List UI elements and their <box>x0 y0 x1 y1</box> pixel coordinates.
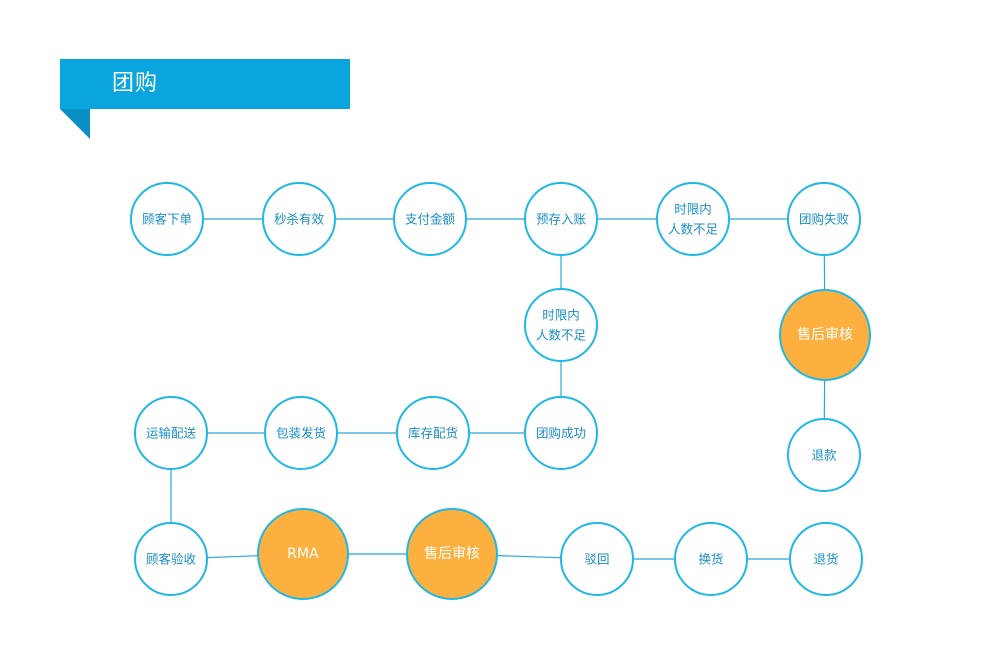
node-label: 人数不足 <box>536 328 587 343</box>
node-circle <box>560 522 634 596</box>
flow-node-n10: 包装发货 <box>264 396 338 470</box>
node-label: 顾客验收 <box>146 552 197 567</box>
node-label: 时限内 <box>542 308 580 323</box>
node-circle <box>393 182 467 256</box>
node-label: 团购失败 <box>799 212 850 227</box>
node-label: 库存配货 <box>408 426 458 441</box>
flow-node-n19: 退货 <box>789 522 863 596</box>
flow-node-n3: 支付金额 <box>393 182 467 256</box>
node-label: 团购成功 <box>536 426 586 441</box>
node-label: 驳回 <box>584 552 609 567</box>
flow-node-n8: 售后审核 <box>779 289 871 381</box>
node-label: 时限内 <box>674 202 712 217</box>
node-circle <box>134 522 208 596</box>
flow-node-n9: 运输配送 <box>134 396 208 470</box>
flow-node-n4: 预存入账 <box>524 182 598 256</box>
node-circle <box>406 508 498 600</box>
node-circle <box>524 288 598 362</box>
flow-node-n16: 售后审核 <box>406 508 498 600</box>
section-banner <box>60 59 350 109</box>
page-title: 团购 <box>112 71 159 96</box>
node-label: 换货 <box>698 552 723 567</box>
flow-node-n15: RMA <box>257 508 349 600</box>
flow-node-n12: 团购成功 <box>524 396 598 470</box>
node-circle <box>787 418 861 492</box>
node-label: 顾客下单 <box>142 212 192 227</box>
flow-node-n1: 顾客下单 <box>130 182 204 256</box>
node-circle <box>524 182 598 256</box>
node-label: 秒杀有效 <box>274 212 325 227</box>
node-label: 支付金额 <box>405 212 456 227</box>
node-label: 包装发货 <box>276 426 326 441</box>
node-circle <box>789 522 863 596</box>
node-circle <box>130 182 204 256</box>
flow-node-n17: 驳回 <box>560 522 634 596</box>
node-label: 预存入账 <box>536 212 587 227</box>
flow-node-n11: 库存配货 <box>396 396 470 470</box>
node-circle <box>779 289 871 381</box>
node-circle <box>524 396 598 470</box>
flow-node-n13: 退款 <box>787 418 861 492</box>
node-circle <box>134 396 208 470</box>
flow-node-n2: 秒杀有效 <box>262 182 336 256</box>
node-circle <box>396 396 470 470</box>
banner-fold <box>60 109 90 139</box>
flow-node-n14: 顾客验收 <box>134 522 208 596</box>
flow-node-n6: 团购失败 <box>787 182 861 256</box>
node-label: 退款 <box>811 448 837 463</box>
node-circle <box>264 396 338 470</box>
node-label: 运输配送 <box>146 426 197 441</box>
node-label: 人数不足 <box>668 222 719 237</box>
node-circle <box>656 182 730 256</box>
flow-node-n18: 换货 <box>674 522 748 596</box>
node-circle <box>257 508 349 600</box>
node-circle <box>262 182 336 256</box>
node-circle <box>674 522 748 596</box>
node-label: 退货 <box>813 552 838 567</box>
node-circle <box>787 182 861 256</box>
node-label: RMA <box>287 546 319 562</box>
node-label: 售后审核 <box>424 546 480 562</box>
node-label: 售后审核 <box>797 327 853 343</box>
